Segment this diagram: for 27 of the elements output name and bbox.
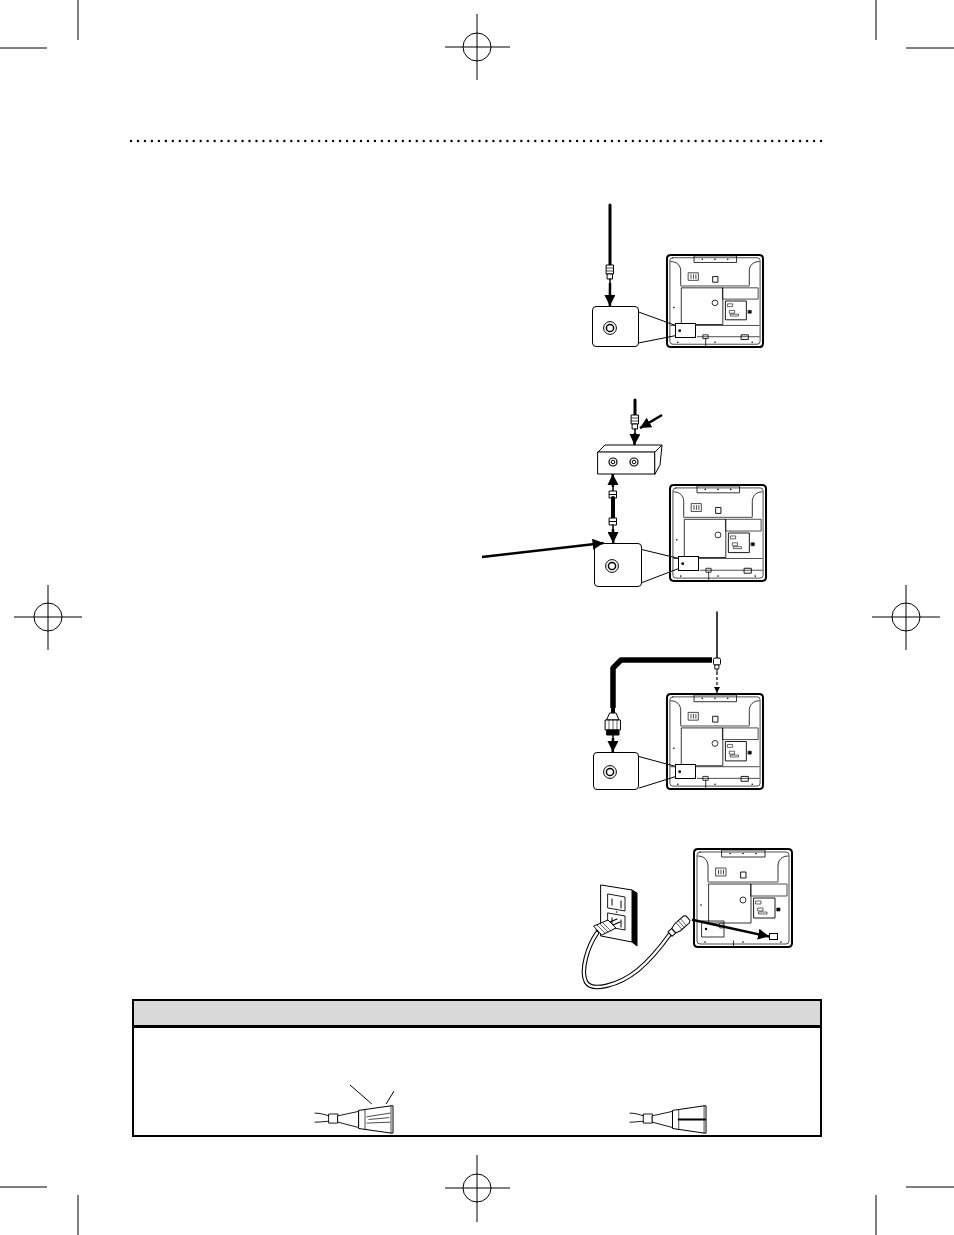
jack-inset [594, 543, 642, 587]
arrow [629, 432, 641, 446]
zoom-line [641, 568, 679, 584]
jack-inset [592, 306, 639, 347]
leader-line [349, 1084, 373, 1105]
arrow [607, 529, 619, 543]
arrow [639, 413, 663, 430]
jack-inset [593, 752, 639, 790]
arrow [607, 738, 619, 752]
power-jack [769, 933, 778, 940]
zoom-line [638, 311, 676, 326]
note-panel [132, 999, 822, 1137]
zoom-line [638, 776, 676, 789]
header-band [134, 1001, 820, 1028]
antenna-jack-panel [675, 764, 696, 779]
arrow [607, 473, 619, 488]
antenna-jack-panel [675, 323, 696, 338]
leader-line [385, 1090, 395, 1105]
arrow [604, 283, 616, 306]
zoom-line [638, 756, 676, 767]
arrow [691, 918, 770, 940]
zoom-line [641, 549, 679, 559]
arrow [713, 671, 720, 694]
zoom-line [638, 335, 676, 344]
arrow [481, 538, 604, 559]
antenna-jack-panel [678, 556, 699, 571]
cable [610, 657, 712, 708]
